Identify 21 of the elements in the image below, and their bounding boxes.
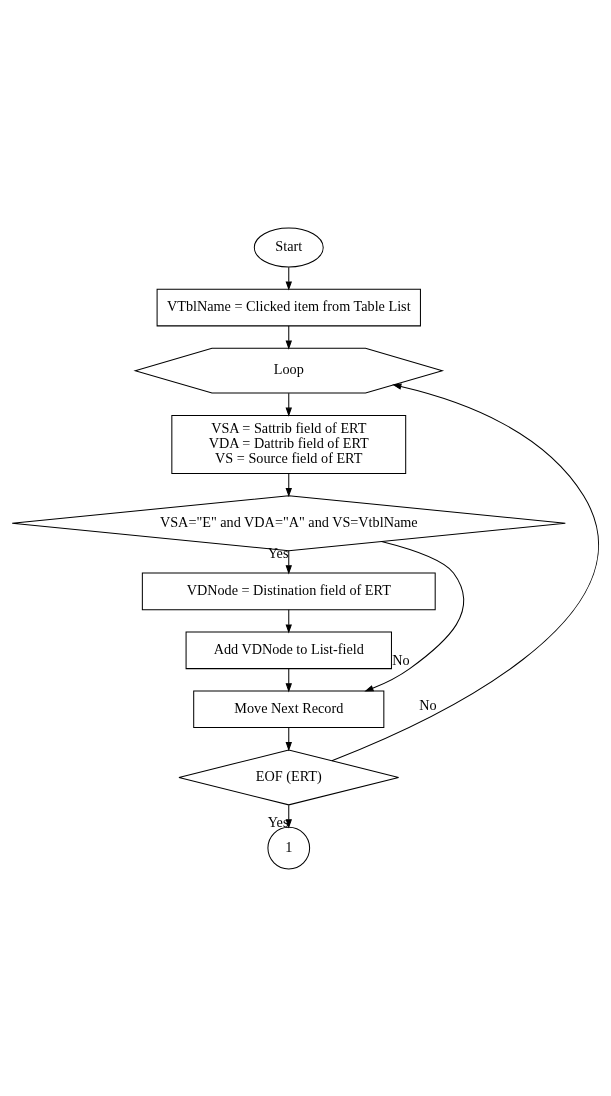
- node-diamond: EOF (ERT): [178, 748, 400, 805]
- arrow: [285, 324, 292, 350]
- arrow: [285, 726, 292, 751]
- arrow: [285, 392, 292, 417]
- node-box: Move Next Record: [193, 690, 385, 728]
- arrow: [285, 549, 292, 574]
- node-ellipse: Start: [253, 227, 324, 267]
- node-box: VSA = Sattrib field of ERT VDA = Dattrib field of ERT VS = Source field of ERT: [171, 414, 407, 474]
- arrow: [285, 266, 292, 291]
- node-box: Add VDNode to List-field: [185, 631, 392, 669]
- edge-label: No: [392, 651, 410, 668]
- arrow: [285, 472, 292, 497]
- arrow: [285, 608, 292, 634]
- arrow: [364, 540, 465, 691]
- edge-label: No: [419, 696, 437, 713]
- node-box: VTblName = Clicked item from Table List: [156, 288, 421, 326]
- arrow: [331, 383, 599, 761]
- arrow: [285, 804, 292, 828]
- node-box: VDNode = Distination field of ERT: [141, 572, 436, 610]
- arrow: [285, 667, 292, 693]
- node-circle: 1: [267, 826, 311, 869]
